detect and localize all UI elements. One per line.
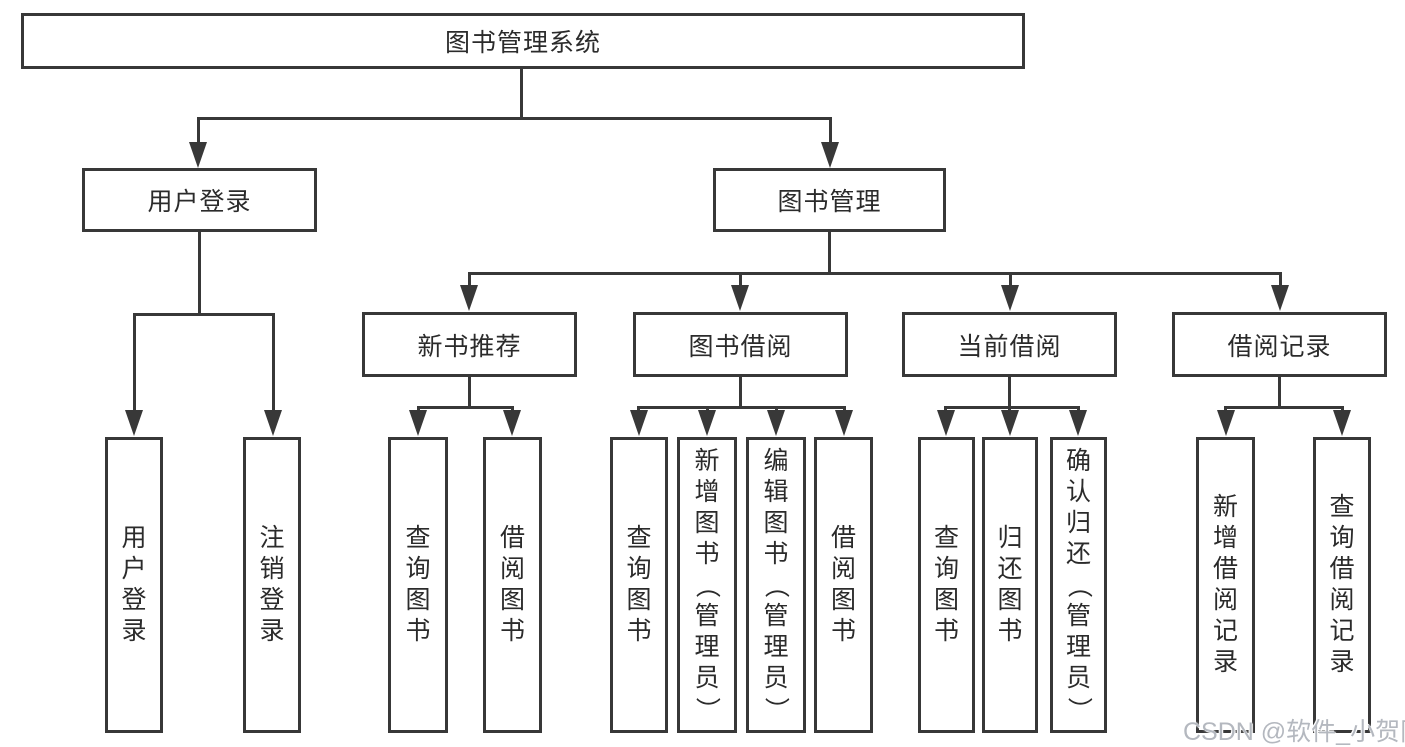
watermark: CSDN @软件_小贺同学 [1183,718,1405,746]
connector-line [197,117,200,146]
connector-line [637,406,846,409]
node-current-borrow: 当前借阅 [902,312,1117,377]
connector-line [1009,272,1012,290]
arrow-down-icon [630,410,648,436]
arrow-down-icon [937,410,955,436]
node-label: 用户登录 [147,188,252,216]
arrow-down-icon [1271,285,1289,311]
connector-line [468,272,1282,275]
leaf-query-books: 查询图书 [610,437,668,733]
arrow-down-icon [835,410,853,436]
arrow-down-icon [460,285,478,311]
node-new-book-recommend: 新书推荐 [362,312,577,377]
node-label: 查询图书 [405,524,431,645]
arrow-down-icon [125,410,143,436]
connector-line [417,406,514,409]
connector-line [1008,377,1011,407]
leaf-query-borrow-record: 查询借阅记录 [1313,437,1371,733]
node-label: 确认归还（管理员） [1064,446,1093,722]
leaf-query-books: 查询图书 [918,437,975,733]
node-user-login: 用户登录 [82,168,317,232]
node-label: 图书借阅 [688,332,793,361]
node-library-system: 图书管理系统 [21,13,1025,69]
node-label: 图书管理 [777,188,882,216]
connector-line [944,406,1080,409]
leaf-add-books-admin: 新增图书（管理员） [677,437,737,733]
arrow-down-icon [767,410,785,436]
node-label: 借阅记录 [1227,332,1332,361]
node-label: 查询图书 [933,524,959,645]
connector-line [1278,377,1281,407]
leaf-confirm-return-admin: 确认归还（管理员） [1050,437,1107,733]
connector-line [468,272,471,290]
connector-line [1279,272,1282,290]
arrow-down-icon [698,410,716,436]
connector-line [468,377,471,406]
arrow-down-icon [731,285,749,311]
leaf-user-login: 用户登录 [105,437,163,733]
node-label: 图书管理系统 [444,29,601,57]
connector-line [1224,406,1344,409]
arrow-down-icon [821,142,839,168]
arrow-down-icon [503,410,521,436]
leaf-add-borrow-record: 新增借阅记录 [1196,437,1255,733]
connector-line [133,313,136,416]
connector-line [739,272,742,290]
arrow-down-icon [1217,410,1235,436]
connector-line [828,232,831,272]
node-label: 用户登录 [121,524,147,645]
connector-line [520,69,523,117]
node-label: 当前借阅 [957,332,1062,361]
arrow-down-icon [189,142,207,168]
leaf-borrow-books: 借阅图书 [814,437,873,733]
node-label: 查询图书 [626,524,652,645]
arrow-down-icon [1333,410,1351,436]
leaf-edit-books-admin: 编辑图书（管理员） [746,437,806,733]
node-label: 注销登录 [259,524,285,645]
arrow-down-icon [264,410,282,436]
node-label: 新书推荐 [417,332,522,361]
node-book-management: 图书管理 [713,168,946,232]
node-book-borrow: 图书借阅 [633,312,848,377]
node-borrow-records: 借阅记录 [1172,312,1387,377]
node-label: 编辑图书（管理员） [762,446,791,722]
node-label: 新增借阅记录 [1212,493,1238,676]
arrow-down-icon [409,410,427,436]
node-label: 查询借阅记录 [1329,493,1355,676]
node-label: 借阅图书 [499,524,525,645]
arrow-down-icon [1001,410,1019,436]
leaf-logout: 注销登录 [243,437,301,733]
connector-line [739,377,742,406]
connector-line [197,117,831,120]
connector-line [198,232,201,313]
connector-line [829,117,832,146]
leaf-return-books: 归还图书 [982,437,1038,733]
leaf-borrow-books: 借阅图书 [483,437,542,733]
leaf-query-books: 查询图书 [388,437,448,733]
connector-line [272,313,275,416]
arrow-down-icon [1069,410,1087,436]
node-label: 借阅图书 [830,524,856,645]
arrow-down-icon [1001,285,1019,311]
connector-line [133,313,275,316]
node-label: 归还图书 [997,524,1023,645]
node-label: 新增图书（管理员） [693,446,722,722]
